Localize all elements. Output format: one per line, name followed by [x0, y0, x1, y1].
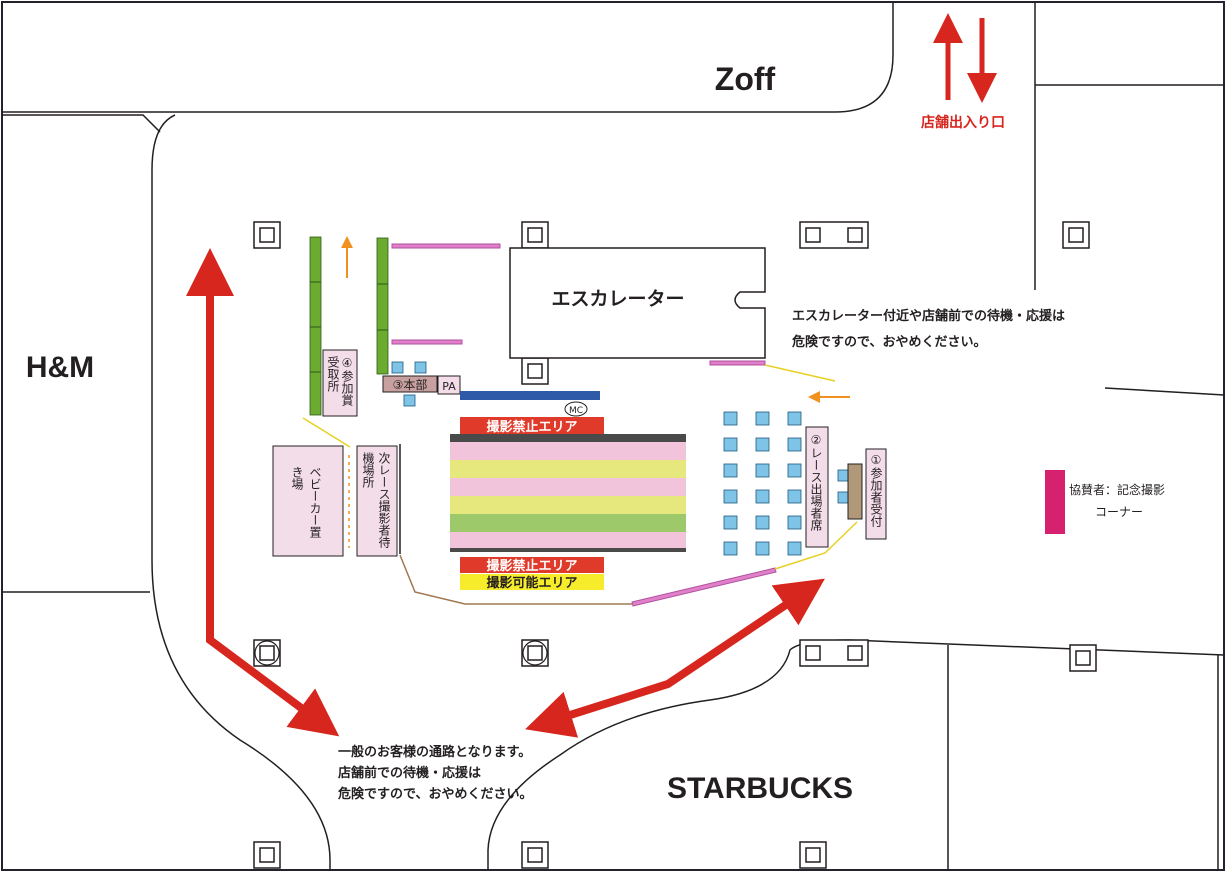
store-entrance-label: 店舗出入り口 [921, 114, 1005, 131]
store-zoff: Zoff [715, 61, 776, 97]
sponsor-marker [1045, 470, 1065, 534]
pillar [1062, 221, 1090, 249]
brown-rope [399, 554, 632, 605]
mc-marker [564, 401, 588, 417]
photo-ok-label: 撮影可能エリア [486, 575, 577, 591]
pa-box [437, 375, 461, 395]
reception-label: ①参加者受付 [869, 453, 883, 527]
prize-label: ④参加賞受取所 [326, 356, 354, 406]
store-hm: H&M [26, 351, 94, 384]
passage-arrow-left [186, 248, 340, 737]
pillar [799, 221, 869, 249]
sponsor-label-line1: 協賛者：記念撮影 [1069, 482, 1165, 497]
pillar [799, 841, 827, 869]
pillar [1069, 644, 1097, 672]
pa-label: PA [442, 380, 456, 393]
pillar [799, 639, 869, 667]
store-starbucks: STARBUCKS [667, 772, 853, 805]
escalator-notice-line2: 危険ですので、おやめください。 [792, 334, 986, 350]
race-chairs [723, 411, 850, 556]
hq-desk [382, 375, 438, 393]
next-waiting-area [356, 445, 398, 557]
green-barriers [309, 236, 389, 416]
passage-notice-line1: 一般のお客様の通路となります。 [338, 744, 531, 760]
stroller-area [272, 445, 344, 557]
escalator-shape [509, 247, 766, 359]
stroller-label: ベビーカー置き場 [290, 466, 322, 538]
race-track [450, 442, 686, 548]
race-seats-label: ②レース出場者席 [809, 433, 823, 531]
pillar [253, 639, 281, 667]
prize-booth [322, 349, 358, 417]
reception-desk [847, 463, 863, 520]
passage-notice-line2: 店舗前での待機・応援は [338, 765, 481, 781]
next-waiting-label: 次レース撮影者待機場所 [361, 452, 391, 548]
no-photo-area-top [460, 417, 604, 434]
passage-arrow-right [525, 578, 825, 738]
no-photo-area-bottom [460, 557, 604, 573]
photo-ok-area [460, 574, 604, 590]
pillar [521, 357, 549, 385]
stage-bar [460, 391, 600, 400]
race-seats-box [805, 426, 829, 548]
yellow-ropes [302, 364, 858, 570]
pillar [521, 841, 549, 869]
pillar [521, 221, 549, 249]
sponsor-label-line2: コーナー [1095, 505, 1143, 519]
no-photo-bottom-label: 撮影禁止エリア [486, 558, 577, 574]
pillar [253, 221, 281, 249]
pink-fences [391, 243, 777, 607]
escalator-label: エスカレーター [551, 288, 684, 310]
hq-label: ③本部 [393, 377, 428, 392]
no-photo-top-label: 撮影禁止エリア [486, 419, 577, 435]
pillar [253, 841, 281, 869]
passage-notice-line3: 危険ですので、おやめください。 [338, 786, 532, 802]
reception-box [865, 448, 887, 540]
escalator-notice-line1: エスカレーター付近や店舗前での待機・応援は [792, 308, 1065, 324]
mc-label: MC [569, 406, 583, 416]
pillar [521, 639, 549, 667]
